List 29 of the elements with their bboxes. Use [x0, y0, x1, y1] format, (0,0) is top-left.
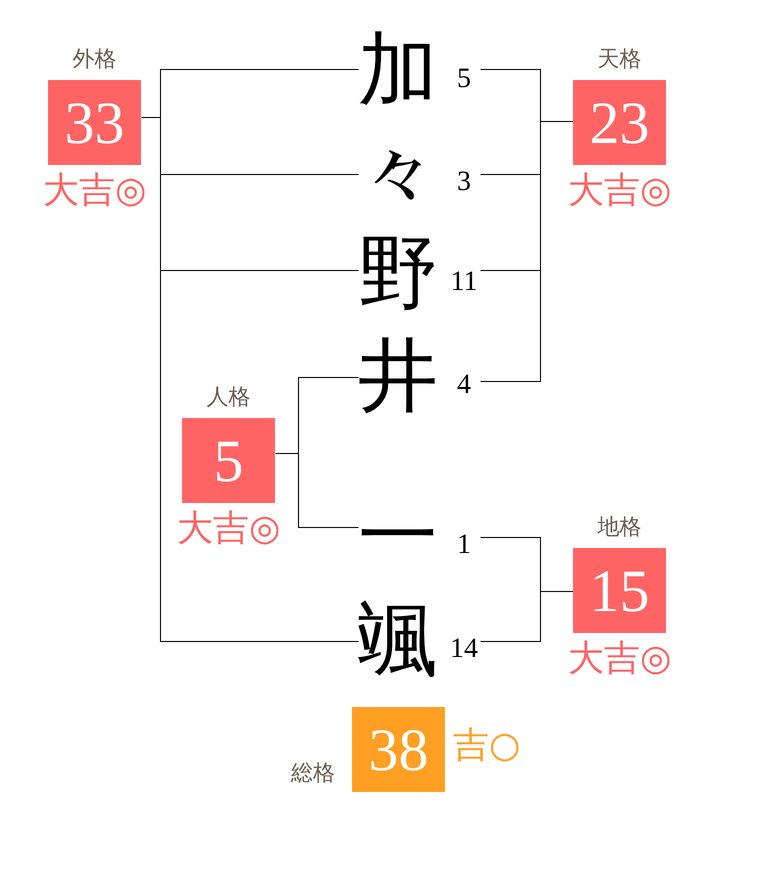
bracket-line	[480, 591, 574, 642]
name-character: 井	[358, 336, 438, 416]
score-number: 23	[590, 92, 650, 152]
score-label: 人格	[206, 387, 250, 409]
stroke-count: 4	[457, 371, 471, 399]
score-number: 15	[590, 560, 650, 620]
fortune-rating: 大吉◎	[177, 511, 280, 547]
name-character: 々	[358, 133, 438, 213]
stroke-count: 5	[457, 65, 471, 93]
bracket-line	[275, 453, 359, 528]
score-number: 5	[214, 430, 244, 490]
name-character: 一	[358, 496, 438, 576]
score-label: 地格	[598, 517, 642, 539]
fortune-rating: 大吉◎	[568, 641, 672, 677]
score-number: 38	[368, 720, 428, 780]
stroke-count: 1	[457, 531, 471, 559]
fortune-rating: 大吉◎	[568, 173, 672, 209]
name-character: 野	[358, 233, 438, 313]
name-character: 颯	[358, 600, 438, 680]
stroke-count: 14	[450, 635, 478, 663]
stroke-count: 11	[450, 268, 478, 296]
score-number: 33	[64, 92, 124, 152]
score-label: 総格	[291, 763, 335, 785]
stroke-count: 3	[457, 168, 471, 196]
fortune-rating: 大吉◎	[43, 173, 146, 209]
fortune-rating: 吉○	[453, 728, 520, 764]
name-character: 加	[358, 30, 438, 110]
score-label: 天格	[598, 49, 642, 71]
score-label: 外格	[72, 49, 116, 71]
